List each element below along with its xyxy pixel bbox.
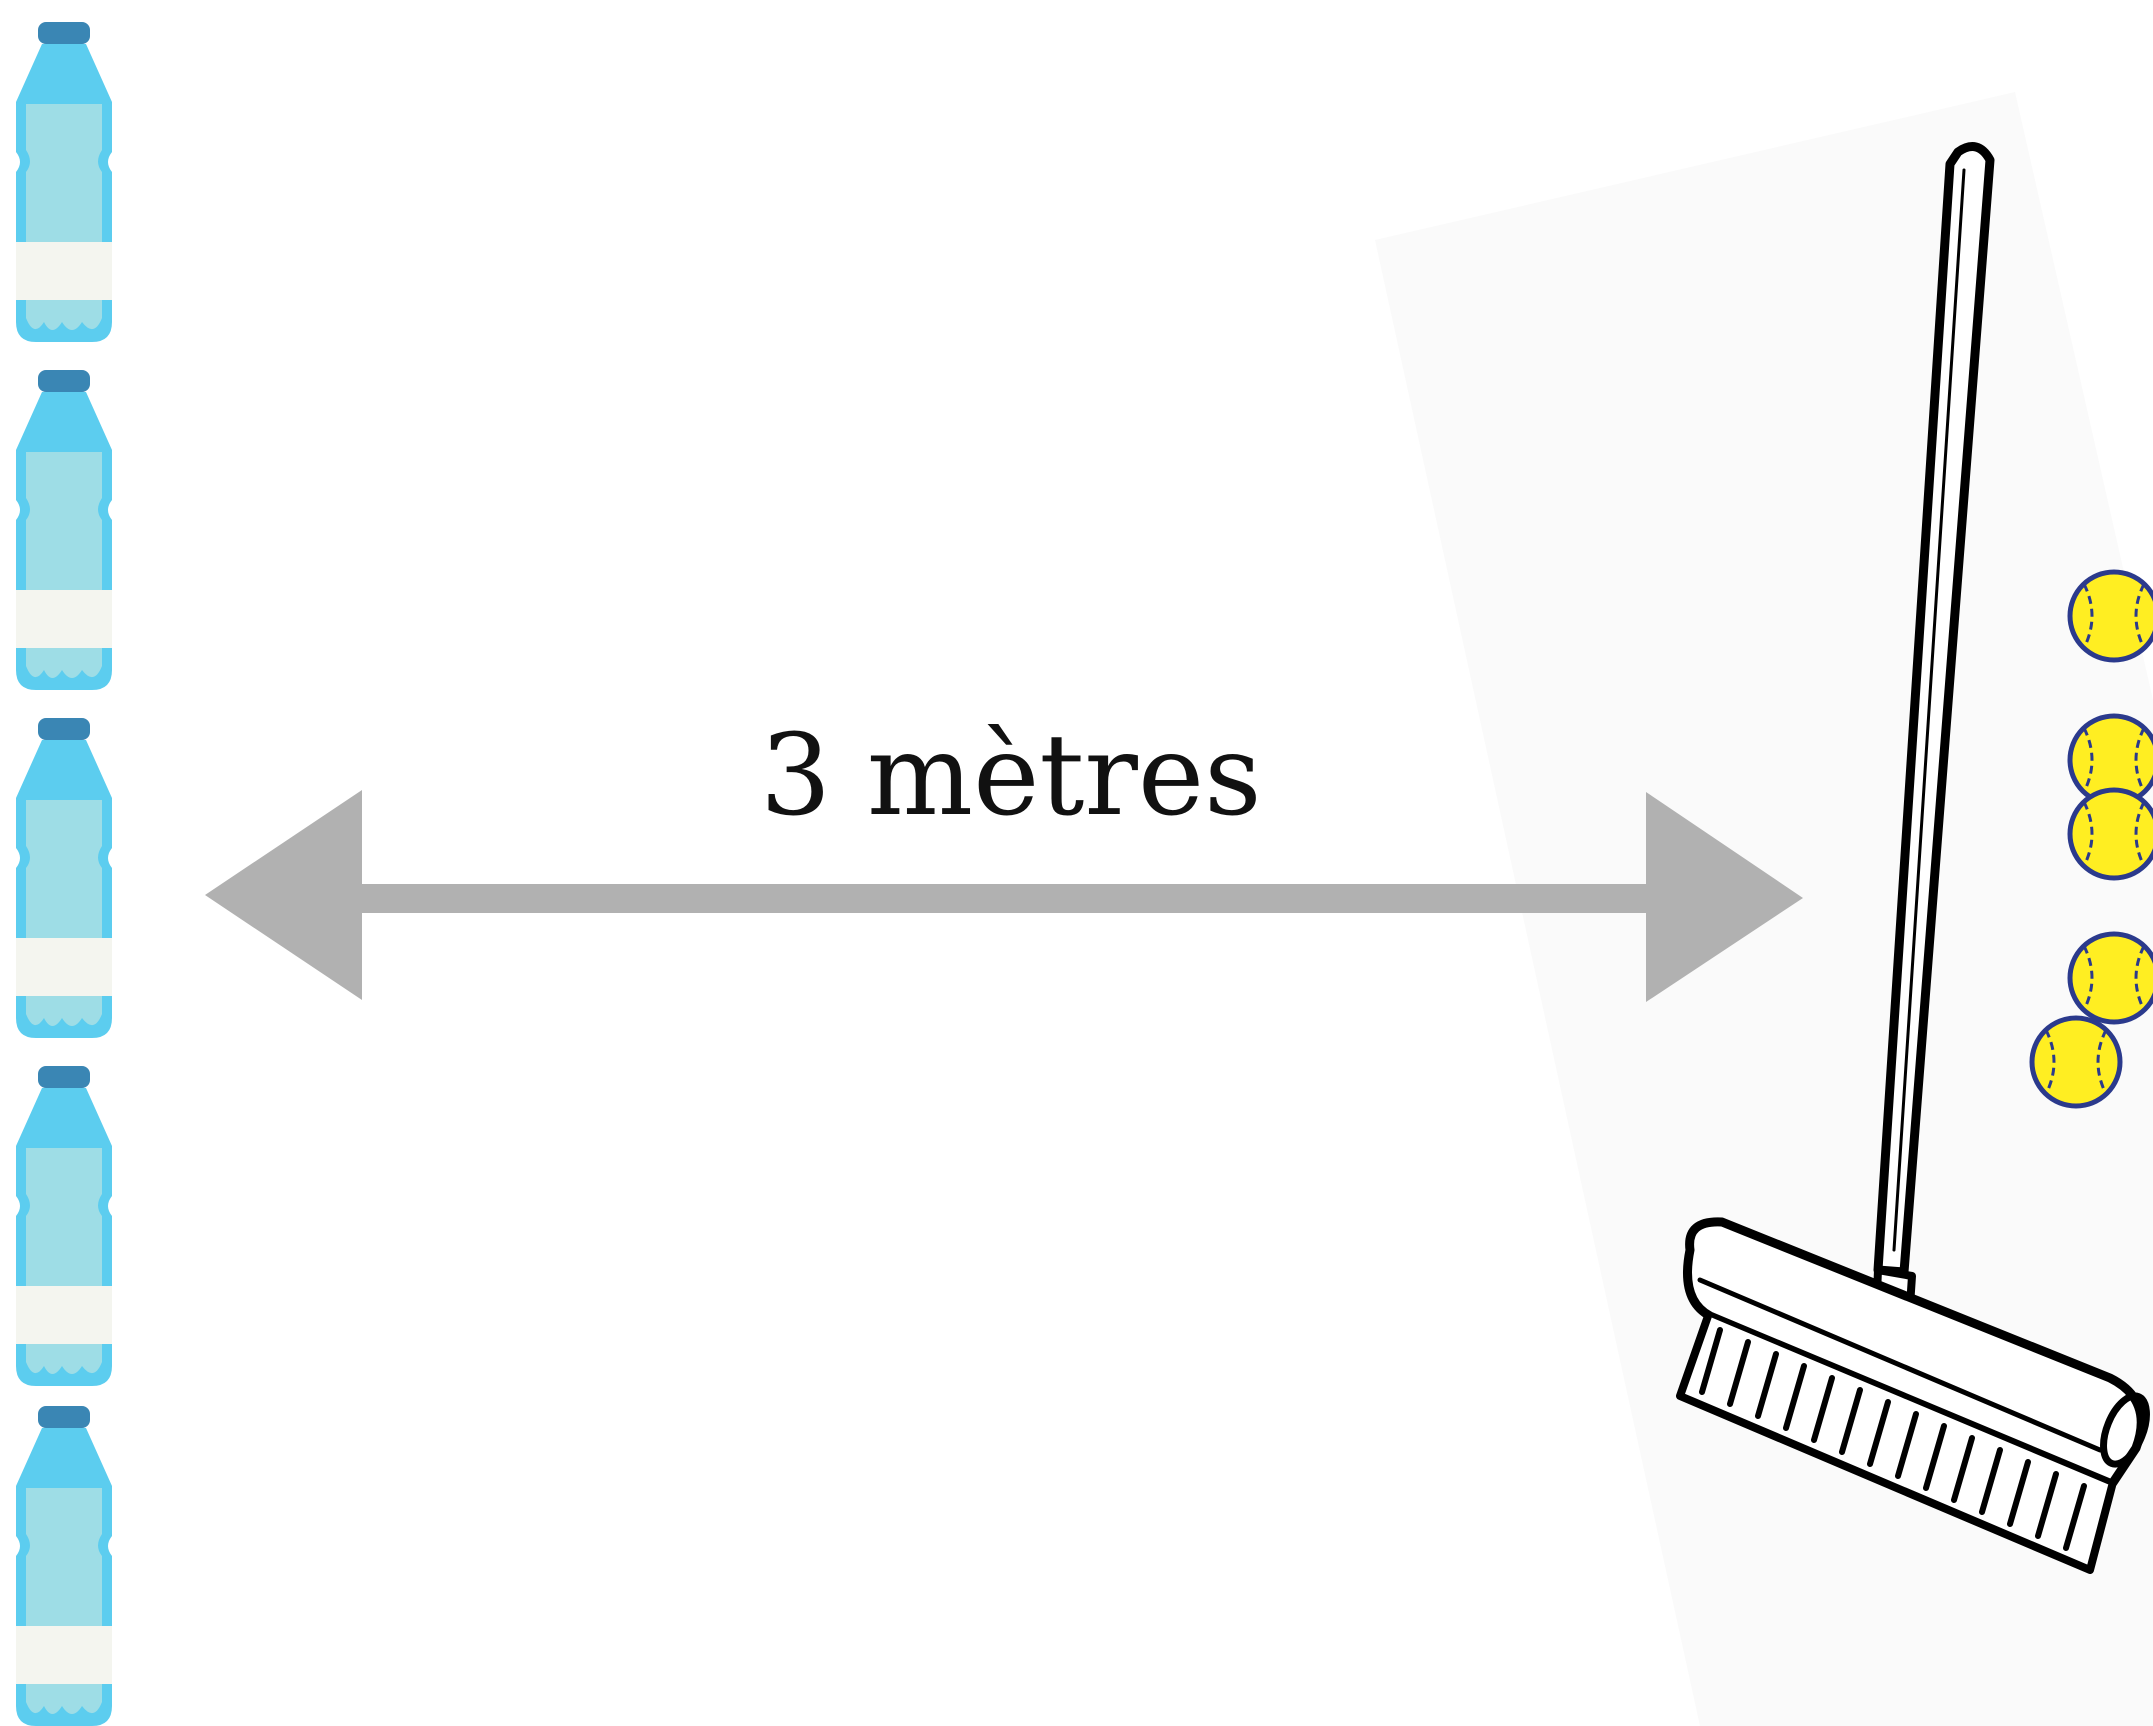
tennis-ball-icon: [2029, 1015, 2123, 1109]
water-bottle-icon: [16, 1406, 112, 1726]
water-bottle-icon: [16, 22, 112, 342]
distance-label: 3 mètres: [760, 711, 1262, 841]
broom-icon: [1676, 142, 2150, 1574]
water-bottle-icon: [16, 370, 112, 690]
water-bottle-icon: [16, 718, 112, 1038]
tennis-ball-icon: [2067, 787, 2153, 881]
tennis-ball-icon: [2067, 569, 2153, 663]
double-arrow-icon: [205, 790, 1803, 1002]
water-bottle-icon: [16, 1066, 112, 1386]
tennis-ball-icon: [2067, 931, 2153, 1025]
